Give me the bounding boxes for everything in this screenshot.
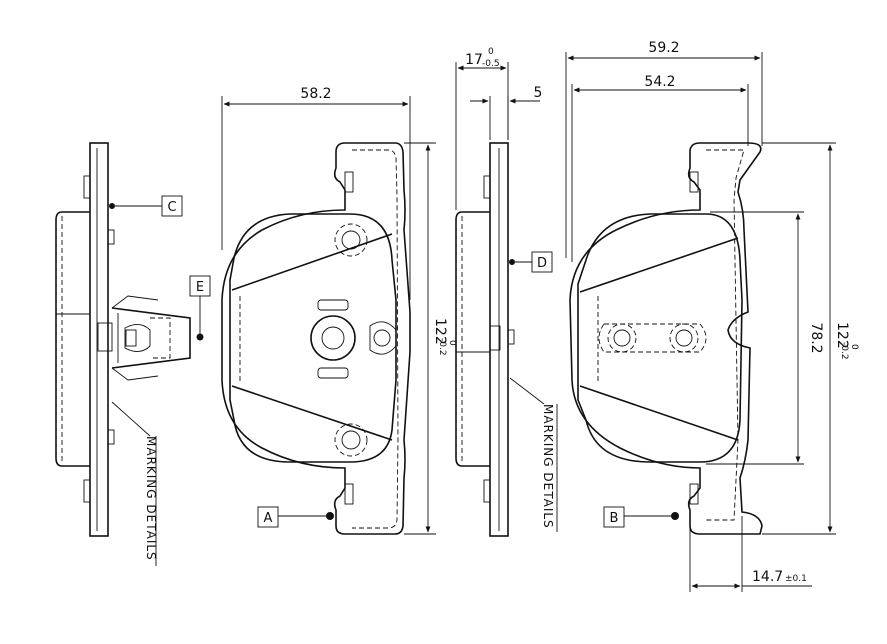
marking-details-note-left: MARKING DETAILS	[144, 436, 158, 561]
svg-text:122: 122	[834, 322, 850, 349]
callout-c: C	[161, 195, 183, 217]
dimension-pad-width: 58.2	[221, 86, 411, 300]
svg-text:-0.5: -0.5	[482, 59, 500, 69]
svg-text:E: E	[196, 280, 204, 295]
svg-text:17: 17	[465, 52, 483, 68]
middle-side-view	[455, 142, 545, 537]
svg-text:78.2: 78.2	[808, 322, 824, 353]
svg-text:54.2: 54.2	[644, 74, 675, 90]
svg-text:0: 0	[447, 340, 457, 346]
svg-text:-0.2: -0.2	[839, 342, 849, 360]
callout-a: A	[257, 506, 279, 528]
dimension-height-left: 122 0 -0.2	[404, 142, 457, 535]
svg-text:C: C	[167, 200, 176, 215]
left-side-view	[55, 142, 204, 537]
callout-e: E	[189, 275, 211, 334]
pad-front-view-a	[221, 142, 411, 535]
callout-d: D	[531, 251, 553, 273]
pad-front-view-b	[569, 142, 763, 535]
dimension-thickness: 17 0 -0.5	[455, 47, 509, 210]
dimension-backplate-thickness: 5	[470, 85, 542, 140]
svg-text:B: B	[610, 511, 619, 526]
svg-text:5: 5	[534, 85, 543, 101]
dimension-height-right: 122 0 -0.2	[762, 142, 859, 535]
dimension-inner-width: 54.2	[571, 74, 749, 262]
svg-text:A: A	[264, 511, 273, 526]
dimension-tab-offset: 14.7 ±0.1	[689, 516, 812, 592]
svg-text:D: D	[537, 256, 547, 271]
marking-details-note-right: MARKING DETAILS	[541, 404, 555, 529]
svg-text:-0.2: -0.2	[437, 338, 447, 356]
svg-text:59.2: 59.2	[648, 40, 679, 56]
svg-text:58.2: 58.2	[300, 86, 331, 102]
callout-b: B	[603, 506, 625, 528]
svg-text:0: 0	[488, 47, 494, 57]
svg-text:122: 122	[432, 318, 448, 345]
svg-text:14.7: 14.7	[752, 569, 783, 585]
dimension-lining-height: 78.2	[706, 211, 824, 465]
dimension-overall-width: 59.2	[565, 40, 763, 258]
svg-text:0: 0	[849, 344, 859, 350]
svg-text:±0.1: ±0.1	[785, 574, 807, 584]
